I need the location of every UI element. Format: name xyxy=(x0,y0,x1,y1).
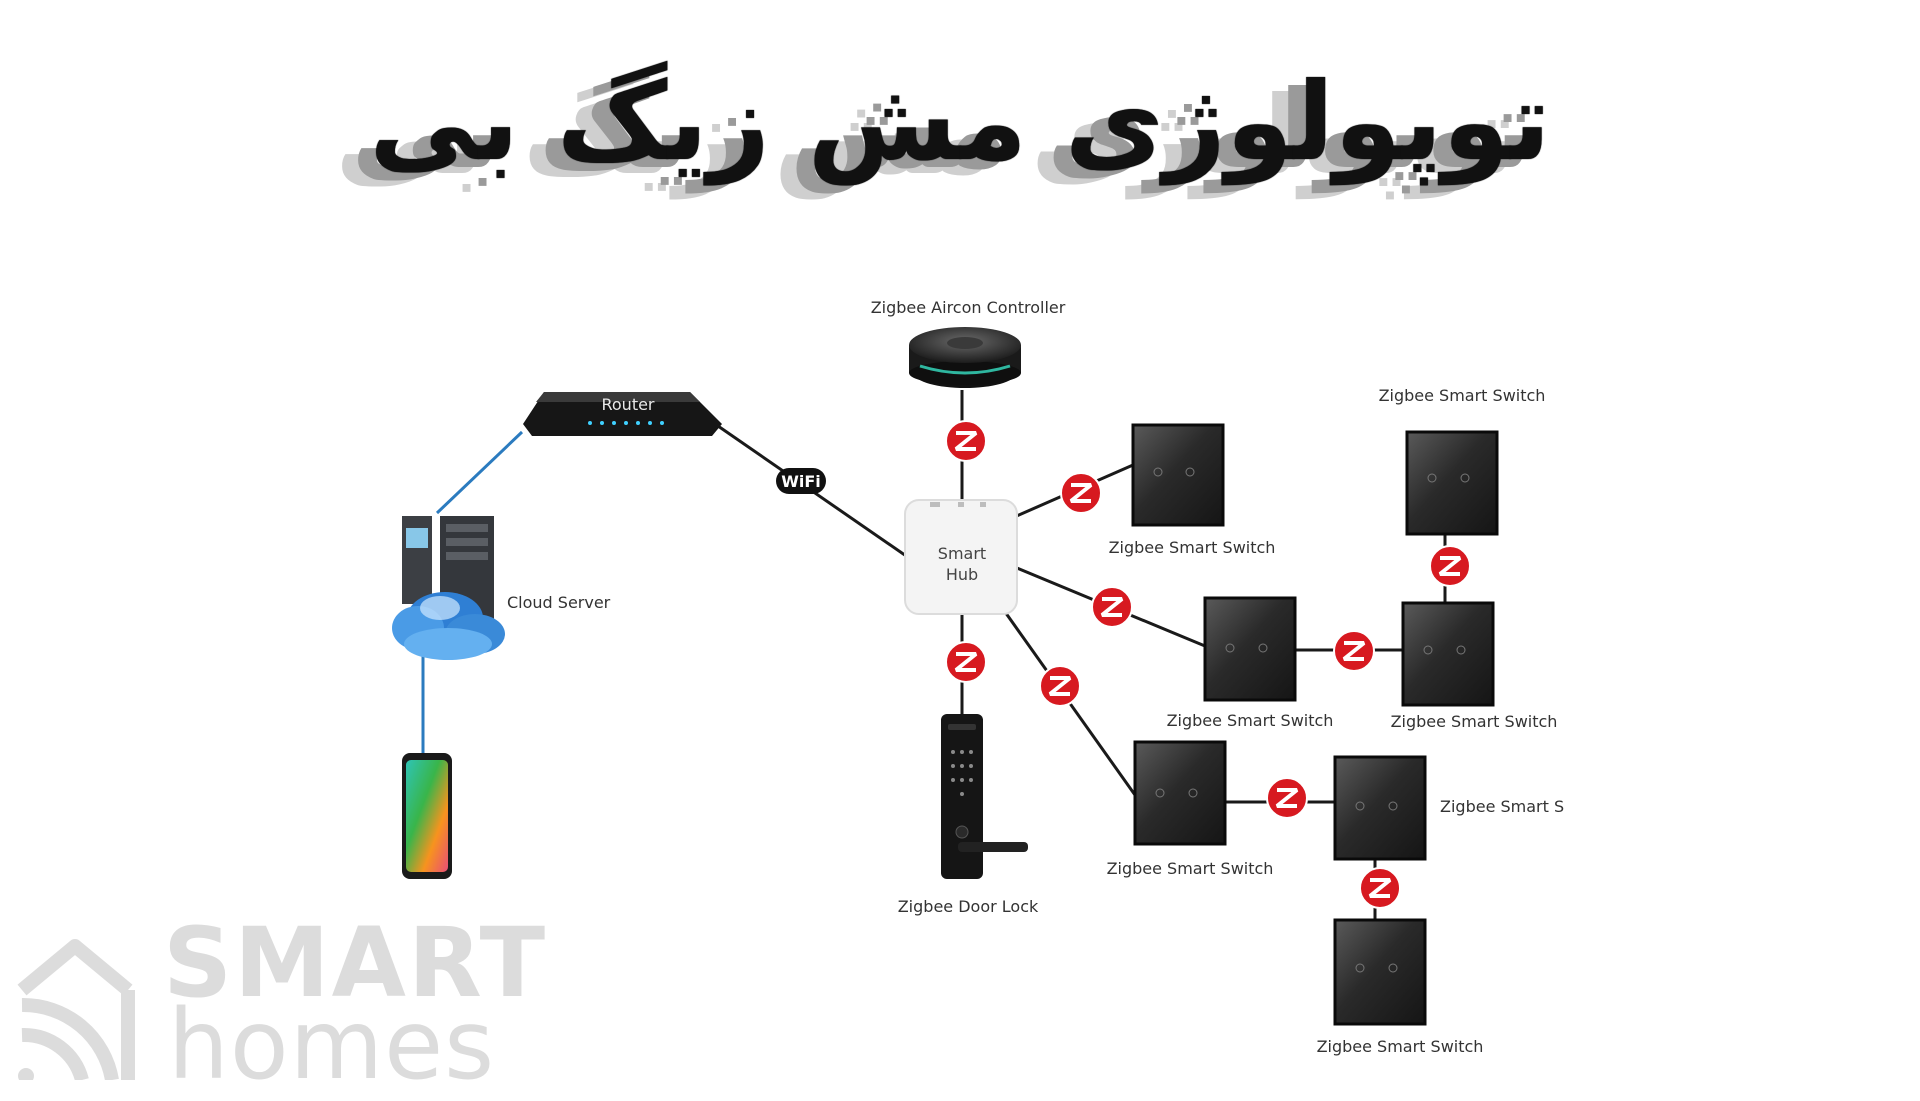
switch-e-label: Zigbee Smart Switch xyxy=(1107,859,1274,878)
switch-g: Zigbee Smart Switch xyxy=(1317,918,1484,1056)
switch-c-label: Zigbee Smart Switch xyxy=(1167,711,1334,730)
smart-homes-logo: SMART homes xyxy=(0,907,560,1093)
switch-e: Zigbee Smart Switch xyxy=(1107,740,1274,878)
switch-b-label: Zigbee Smart Switch xyxy=(1379,386,1546,405)
logo-text-smart: SMART xyxy=(163,907,548,1019)
page-title-shadow-dark: توپولوژی مش زیگ بی xyxy=(351,68,1534,193)
hub-label-line1: Smart xyxy=(938,544,986,563)
router-label: Router xyxy=(601,395,654,414)
switch-a-label: Zigbee Smart Switch xyxy=(1109,538,1276,557)
title-block: توپولوژی مش زیگ بی توپولوژی مش زیگ بی تو… xyxy=(0,40,1920,230)
zigbee-icon xyxy=(1359,867,1401,909)
page-title: توپولوژی مش زیگ بی xyxy=(369,60,1552,185)
zigbee-icon xyxy=(1429,545,1471,587)
door-lock-label: Zigbee Door Lock xyxy=(898,897,1039,916)
aircon-controller-device: Zigbee Aircon Controller xyxy=(871,298,1066,388)
aircon-label: Zigbee Aircon Controller xyxy=(871,298,1066,317)
switch-f: Zigbee Smart S xyxy=(1333,755,1564,861)
cloud-server-label: Cloud Server xyxy=(507,593,611,612)
switch-b: Zigbee Smart Switch xyxy=(1379,386,1546,536)
door-lock-device: Zigbee Door Lock xyxy=(898,714,1039,916)
logo-text-homes: homes xyxy=(168,989,496,1101)
zigbee-icon xyxy=(945,420,987,462)
switch-c: Zigbee Smart Switch xyxy=(1167,596,1334,730)
hub-label-line2: Hub xyxy=(946,565,978,584)
switch-g-label: Zigbee Smart Switch xyxy=(1317,1037,1484,1056)
zigbee-icon xyxy=(1091,586,1133,628)
switch-d-label: Zigbee Smart Switch xyxy=(1391,712,1558,731)
zigbee-icon xyxy=(1039,665,1081,707)
zigbee-icon xyxy=(945,641,987,683)
switch-f-label: Zigbee Smart S xyxy=(1440,797,1564,816)
zigbee-icon xyxy=(1266,777,1308,819)
wifi-label: WiFi xyxy=(781,472,821,491)
switch-d: Zigbee Smart Switch xyxy=(1391,601,1558,731)
smart-homes-logo-icon xyxy=(17,939,135,1080)
switch-a: Zigbee Smart Switch xyxy=(1109,423,1276,557)
wifi-icon: WiFi xyxy=(776,468,826,494)
smartphone-device xyxy=(402,753,452,879)
cloud-server-device: Cloud Server xyxy=(392,516,611,660)
zigbee-icon xyxy=(1060,472,1102,514)
router-device: Router xyxy=(523,392,722,436)
page-title-shadow-light: توپولوژی مش زیگ بی xyxy=(335,74,1518,199)
zigbee-icon xyxy=(1333,630,1375,672)
smart-hub-device: Smart Hub xyxy=(904,499,1018,615)
lan-line-router-server xyxy=(435,430,524,515)
